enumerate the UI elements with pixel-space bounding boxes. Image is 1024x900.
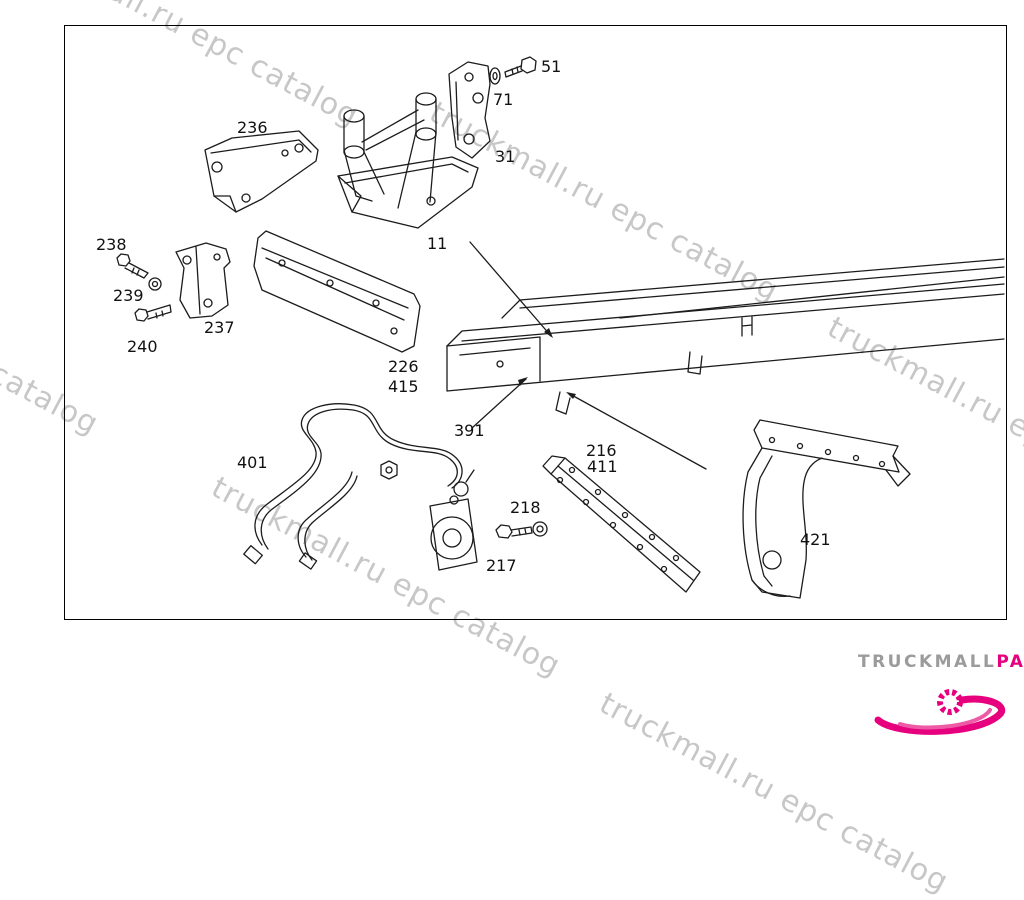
logo-text-truckmall: TRUCKMALL (858, 652, 997, 672)
logo-swirl-icon (874, 689, 1006, 735)
diagram-border (64, 25, 1007, 620)
truckmall-logo: TRUCKMALLPARTS (858, 652, 1024, 747)
part-label-415: 415 (388, 377, 419, 396)
part-label-411: 411 (587, 457, 618, 476)
washer-239 (148, 277, 162, 291)
bracket-421 (742, 419, 911, 599)
part-label-226: 226 (388, 357, 419, 376)
part-label-239: 239 (113, 286, 144, 305)
part-label-218: 218 (510, 498, 541, 517)
bolt-240 (134, 304, 172, 322)
part-label-237: 237 (204, 318, 235, 337)
pipes-401 (243, 403, 463, 570)
engine-mount-11 (337, 92, 479, 229)
washer-71 (489, 67, 501, 85)
part-label-216: 216 (586, 441, 617, 460)
bracket-236 (204, 130, 319, 213)
bracket-237 (175, 242, 231, 319)
part-label-421: 421 (800, 530, 831, 549)
logo-text-parts: PARTS (996, 652, 1024, 672)
bolt-218 (495, 521, 548, 539)
part-label-71: 71 (493, 90, 514, 109)
part-label-217: 217 (486, 556, 517, 575)
part-label-391: 391 (454, 421, 485, 440)
valve-391 (429, 469, 478, 571)
part-label-240: 240 (127, 337, 158, 356)
bolt-238 (116, 253, 149, 279)
part-label-51: 51 (541, 57, 562, 76)
bracket-31 (448, 61, 491, 159)
logo-text: TRUCKMALLPARTS (858, 652, 1024, 672)
parts-diagram-art (116, 56, 1005, 599)
leader-lines (469, 241, 707, 470)
part-label-236: 236 (237, 118, 268, 137)
part-label-11: 11 (427, 234, 448, 253)
part-label-31: 31 (495, 147, 516, 166)
part-label-401: 401 (237, 453, 268, 472)
plate-216-411 (542, 455, 701, 593)
frame-rail (446, 258, 1005, 415)
channel-bracket-226-415 (253, 230, 421, 353)
bolt-51 (504, 56, 537, 78)
part-label-238: 238 (96, 235, 127, 254)
